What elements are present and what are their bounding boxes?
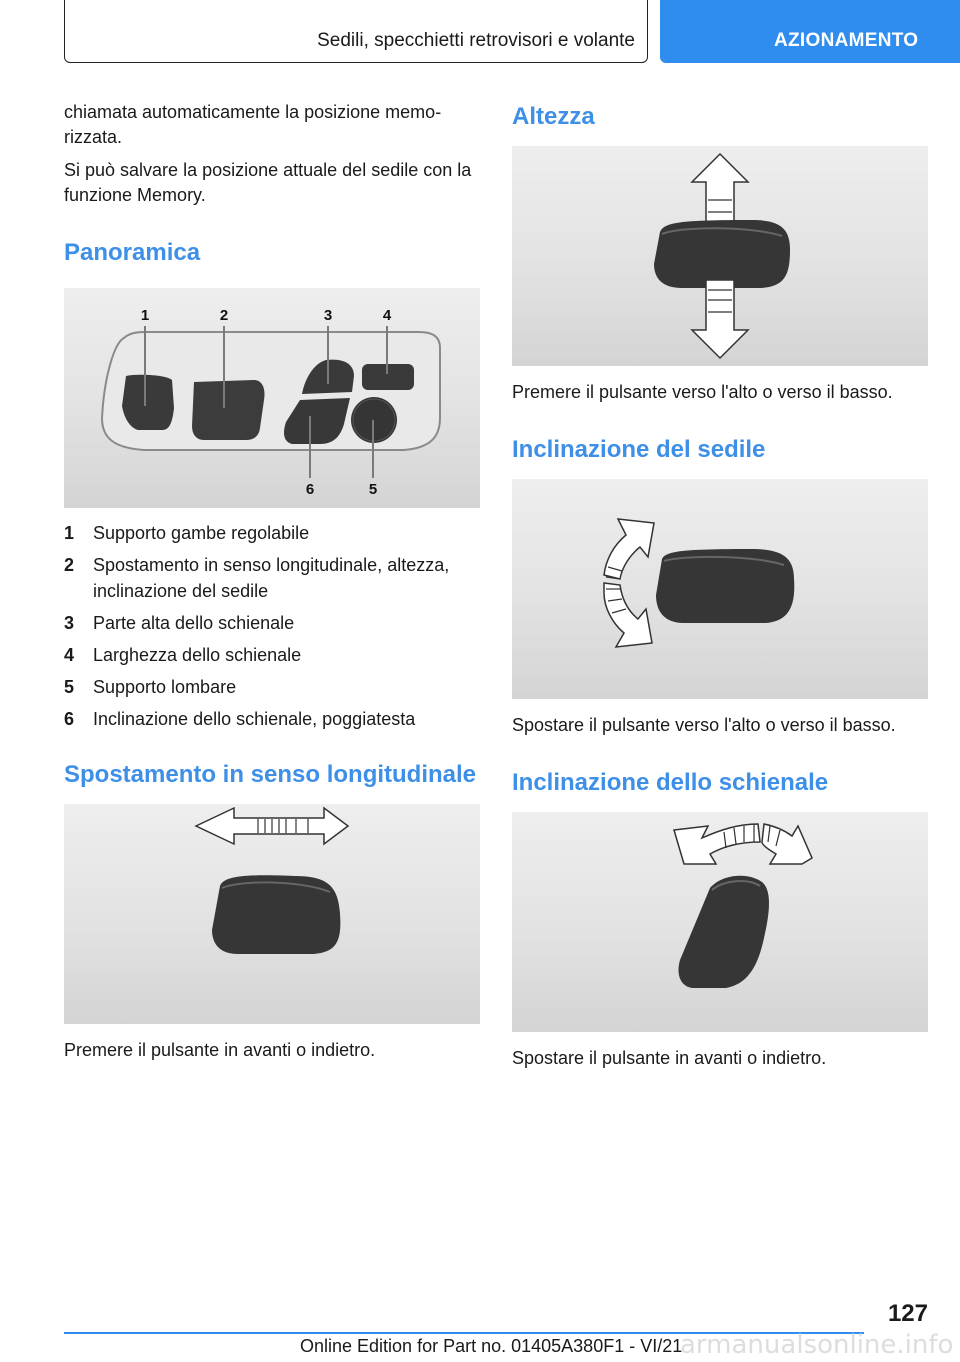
callout-3: 3 [324,307,332,324]
footer-rule [64,1332,864,1334]
longitudinal-heading: Spostamento in senso longitudinale [64,761,477,788]
running-header: Sedili, specchietti retrovisori e volant… [64,0,648,63]
backrest-tilt-illustration [673,823,813,988]
seat-controls-overview-figure: 1 2 3 4 5 6 [64,288,480,508]
height-caption: Premere il pulsante verso l'alto o verso… [512,382,893,402]
seat-tilt-heading: Inclinazione del sedile [512,436,766,463]
intro-paragraph-1: chiamata automaticamente la posizione me… [64,102,442,147]
curved-left-arrow-icon [673,823,761,865]
left-column: chiamata automaticamente la posizione me… [64,100,480,1063]
intro-paragraph-2: Si può salvare la posizione attuale del … [64,160,472,205]
height-heading: Altezza [512,103,595,130]
seat-tilt-figure [512,479,928,699]
height-illustration [654,152,790,360]
longitudinal-illustration [194,806,350,954]
curved-down-arrow-icon [603,582,653,648]
section-title: Sedili, specchietti retrovisori e volant… [317,30,635,51]
seat-tilt-caption: Spostare il pulsante verso l'alto o vers… [512,715,896,735]
page-number: 127 [887,1300,928,1327]
backrest-tilt-heading: Inclinazione dello schienale [512,769,829,796]
up-arrow-icon [690,152,750,231]
seat-controls-overview-illustration: 1 2 3 4 5 6 [100,307,441,498]
curved-up-arrow-icon [603,518,655,580]
callout-5: 5 [369,481,377,498]
callout-1: 1 [141,307,149,324]
callout-6: 6 [306,481,314,498]
right-column: Altezza Premere il pulsante verso l'alto… [512,100,928,1071]
height-figure [512,146,928,366]
down-arrow-icon [690,279,750,360]
backrest-tilt-caption: Spostare il pulsante in avanti o indietr… [512,1048,827,1068]
callout-2: 2 [220,307,228,324]
longitudinal-caption: Premere il pulsante in avanti o indietro… [64,1040,376,1060]
chapter-tab: AZIONAMENTO [660,0,960,63]
callout-4: 4 [383,307,392,324]
longitudinal-figure [64,804,480,1024]
edition-text: Online Edition for Part no. 01405A380F1 … [300,1336,683,1356]
watermark: armanualsonline.info [680,1330,954,1360]
curved-right-arrow-icon [761,823,813,865]
chapter-tab-label: AZIONAMENTO [774,30,919,51]
seat-tilt-illustration [603,518,795,648]
backrest-tilt-figure [512,812,928,1032]
overview-heading: Panoramica [64,239,201,266]
